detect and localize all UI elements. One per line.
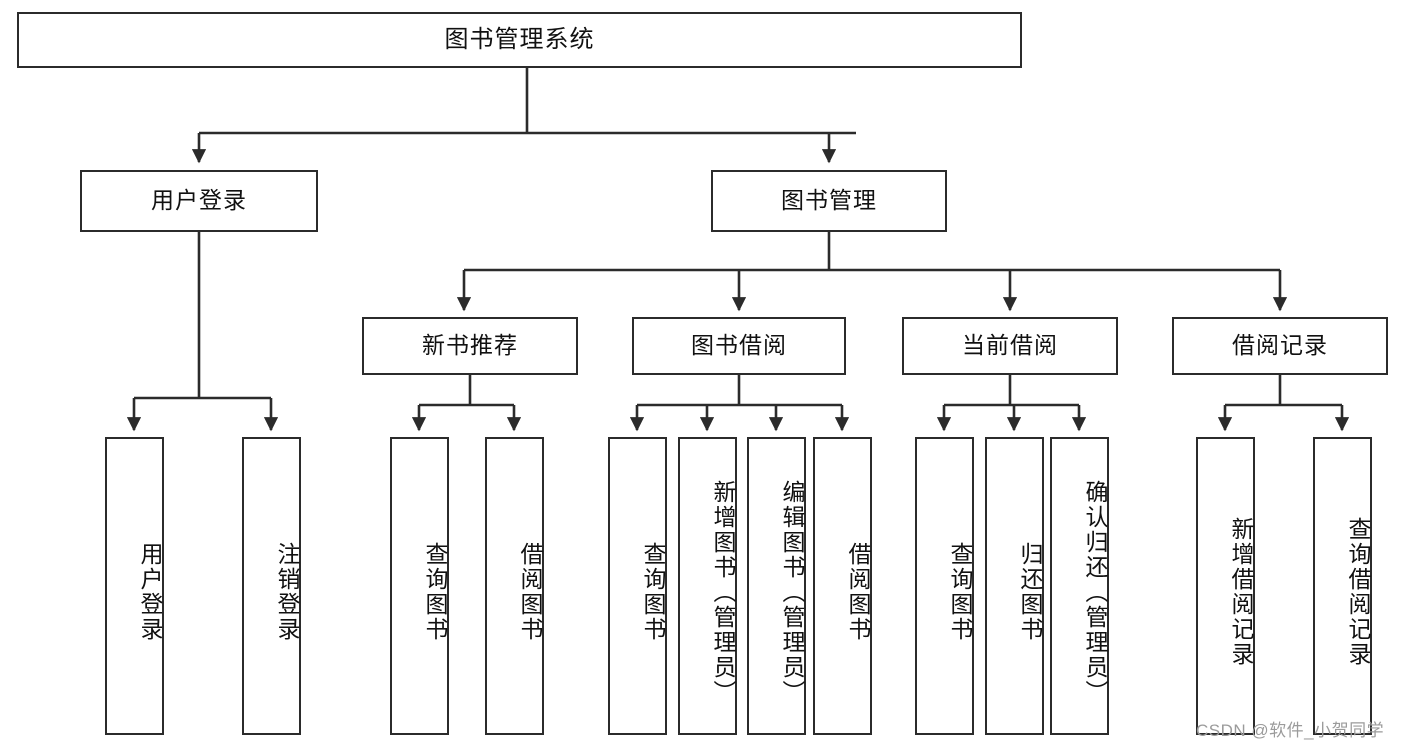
node-book-management[interactable]: 图书管理 bbox=[711, 170, 947, 232]
node-root-system[interactable]: 图书管理系统 bbox=[17, 12, 1022, 68]
leaf-record-add-record[interactable]: 新增借阅记录 bbox=[1196, 437, 1255, 735]
node-borrow-record[interactable]: 借阅记录 bbox=[1172, 317, 1388, 375]
node-book-borrow[interactable]: 图书借阅 bbox=[632, 317, 846, 375]
node-current-borrow[interactable]: 当前借阅 bbox=[902, 317, 1118, 375]
node-user-login[interactable]: 用户登录 bbox=[80, 170, 318, 232]
leaf-borrow-query-book[interactable]: 查询图书 bbox=[608, 437, 667, 735]
leaf-user-login-login[interactable]: 用户登录 bbox=[105, 437, 164, 735]
leaf-current-return-book[interactable]: 归还图书 bbox=[985, 437, 1044, 735]
leaf-user-login-logout[interactable]: 注销登录 bbox=[242, 437, 301, 735]
leaf-recommend-borrow-book[interactable]: 借阅图书 bbox=[485, 437, 544, 735]
leaf-recommend-query-book[interactable]: 查询图书 bbox=[390, 437, 449, 735]
leaf-record-query-record[interactable]: 查询借阅记录 bbox=[1313, 437, 1372, 735]
leaf-borrow-borrow-book[interactable]: 借阅图书 bbox=[813, 437, 872, 735]
leaf-borrow-add-book-admin[interactable]: 新增图书（管理员） bbox=[678, 437, 737, 735]
csdn-watermark: CSDN @软件_小贺同学 bbox=[1196, 721, 1385, 740]
node-new-book-recommend[interactable]: 新书推荐 bbox=[362, 317, 578, 375]
leaf-current-confirm-return-admin[interactable]: 确认归还（管理员） bbox=[1050, 437, 1109, 735]
leaf-current-query-book[interactable]: 查询图书 bbox=[915, 437, 974, 735]
leaf-borrow-edit-book-admin[interactable]: 编辑图书（管理员） bbox=[747, 437, 806, 735]
